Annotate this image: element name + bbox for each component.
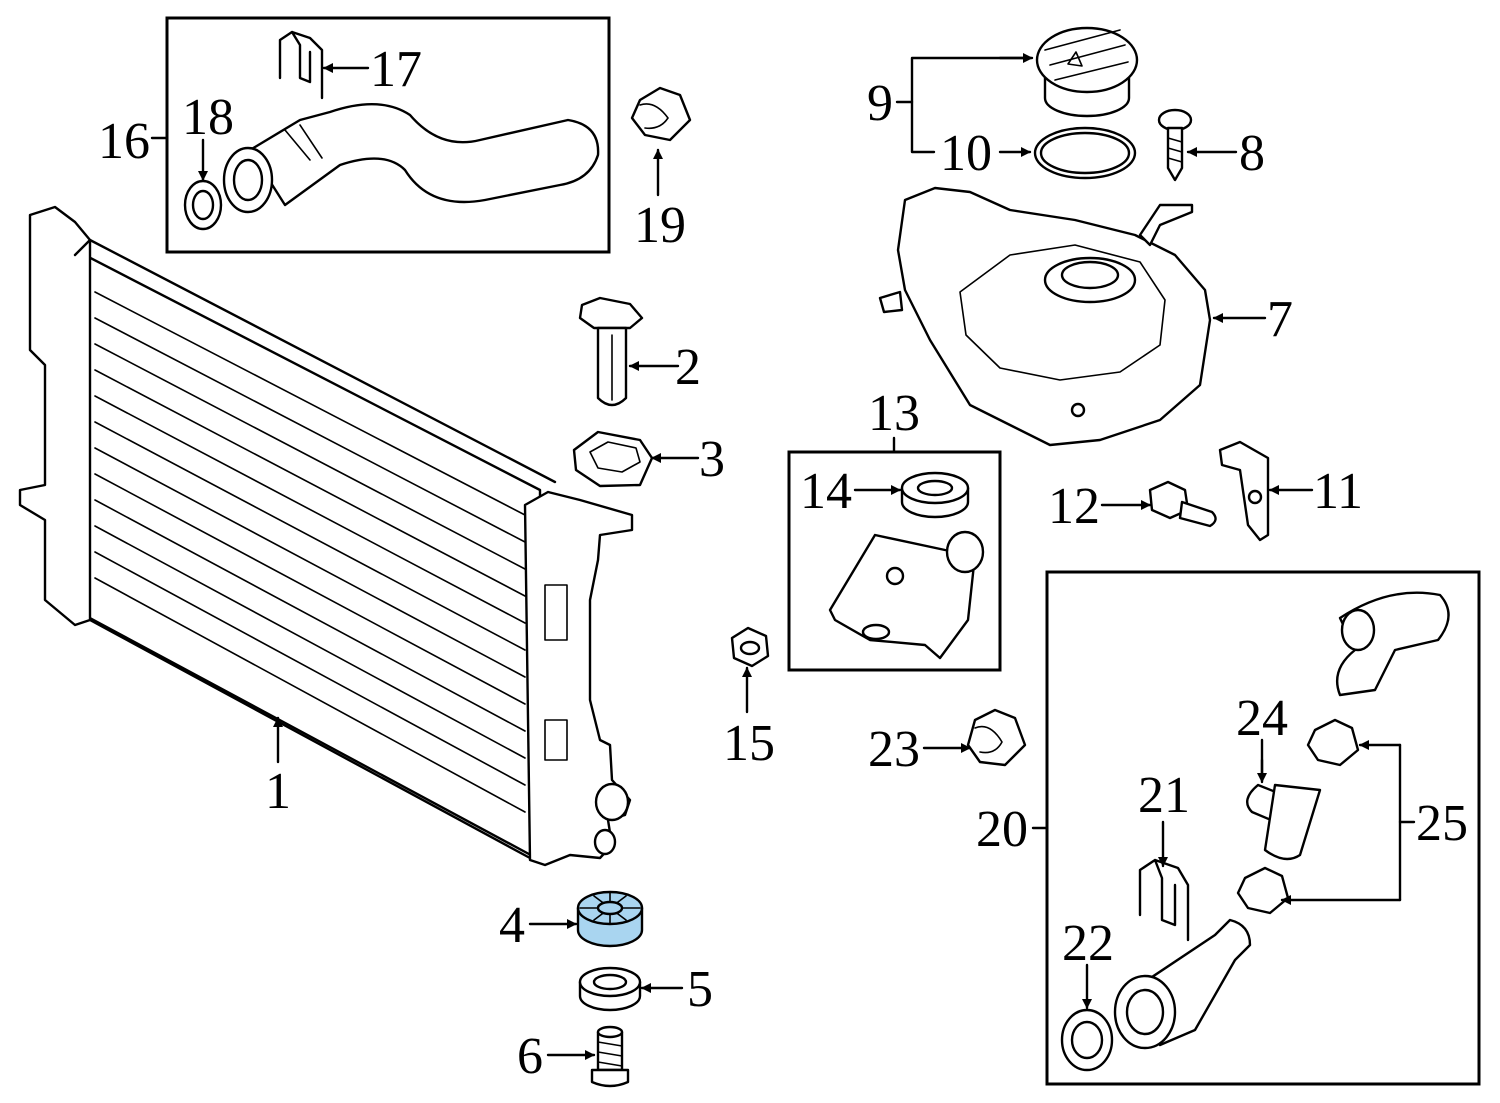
clamp-part-19 [630, 86, 692, 142]
callout-12: 12 [1048, 478, 1100, 535]
callout-6: 6 [517, 1028, 543, 1085]
clamp-part-23 [966, 708, 1027, 767]
isolator-part-4 [576, 890, 644, 948]
callout-7: 7 [1267, 291, 1293, 348]
reservoir-part-7 [878, 186, 1212, 447]
nut-part-15 [730, 626, 770, 668]
callout-2: 2 [675, 339, 701, 396]
callout-15: 15 [723, 715, 775, 772]
callout-18: 18 [182, 89, 234, 146]
push-pin-part-2 [578, 296, 644, 407]
callout-1: 1 [265, 763, 291, 820]
callout-4: 4 [499, 897, 525, 954]
grommet-part-3 [572, 430, 654, 488]
callout-22: 22 [1062, 915, 1114, 972]
callout-10: 10 [940, 125, 992, 182]
radiator-part-1 [18, 205, 634, 867]
callout-16: 16 [98, 113, 150, 170]
callout-9: 9 [867, 75, 893, 132]
bolt-part-6 [590, 1025, 630, 1088]
lower-hose-part-20 [1113, 918, 1252, 1050]
callout-25: 25 [1416, 795, 1468, 852]
screw-part-8 [1157, 108, 1193, 182]
callout-23: 23 [868, 721, 920, 778]
grommet-part-14 [900, 471, 970, 519]
tee-connector-part-24 [1246, 783, 1322, 861]
callout-17: 17 [370, 41, 422, 98]
upper-hose-part-16 [222, 103, 600, 214]
lower-hose-upper-part [1335, 591, 1450, 697]
callout-13: 13 [868, 385, 920, 442]
seal-part-18 [183, 179, 223, 231]
clamp-part-25-upper [1306, 718, 1360, 767]
callout-14: 14 [800, 463, 852, 520]
callout-19: 19 [634, 197, 686, 254]
callout-3: 3 [699, 431, 725, 488]
callout-labels: 1 2 3 4 5 6 7 8 9 10 11 12 13 14 15 16 1… [98, 41, 1468, 1085]
clamp-part-25-lower [1236, 866, 1290, 915]
seat-part-5 [578, 966, 642, 1012]
cap-part-9 [1035, 26, 1139, 118]
callout-11: 11 [1313, 463, 1363, 520]
clip-part-17 [278, 30, 324, 100]
clip-part-21 [1138, 858, 1190, 942]
o-ring-part-10 [1033, 126, 1137, 180]
hose-kit-box-20 [1045, 570, 1481, 1086]
leader-lines [150, 53, 1416, 1060]
hose-kit-box-16 [165, 16, 611, 254]
bracket-part-11 [1218, 440, 1270, 542]
bracket-part-13 [828, 530, 985, 660]
callout-8: 8 [1239, 125, 1265, 182]
bolt-part-12 [1148, 480, 1217, 528]
callout-5: 5 [687, 961, 713, 1018]
callout-20: 20 [976, 801, 1028, 858]
seal-part-22 [1060, 1008, 1114, 1072]
callout-21: 21 [1138, 767, 1190, 824]
callout-24: 24 [1236, 690, 1288, 747]
